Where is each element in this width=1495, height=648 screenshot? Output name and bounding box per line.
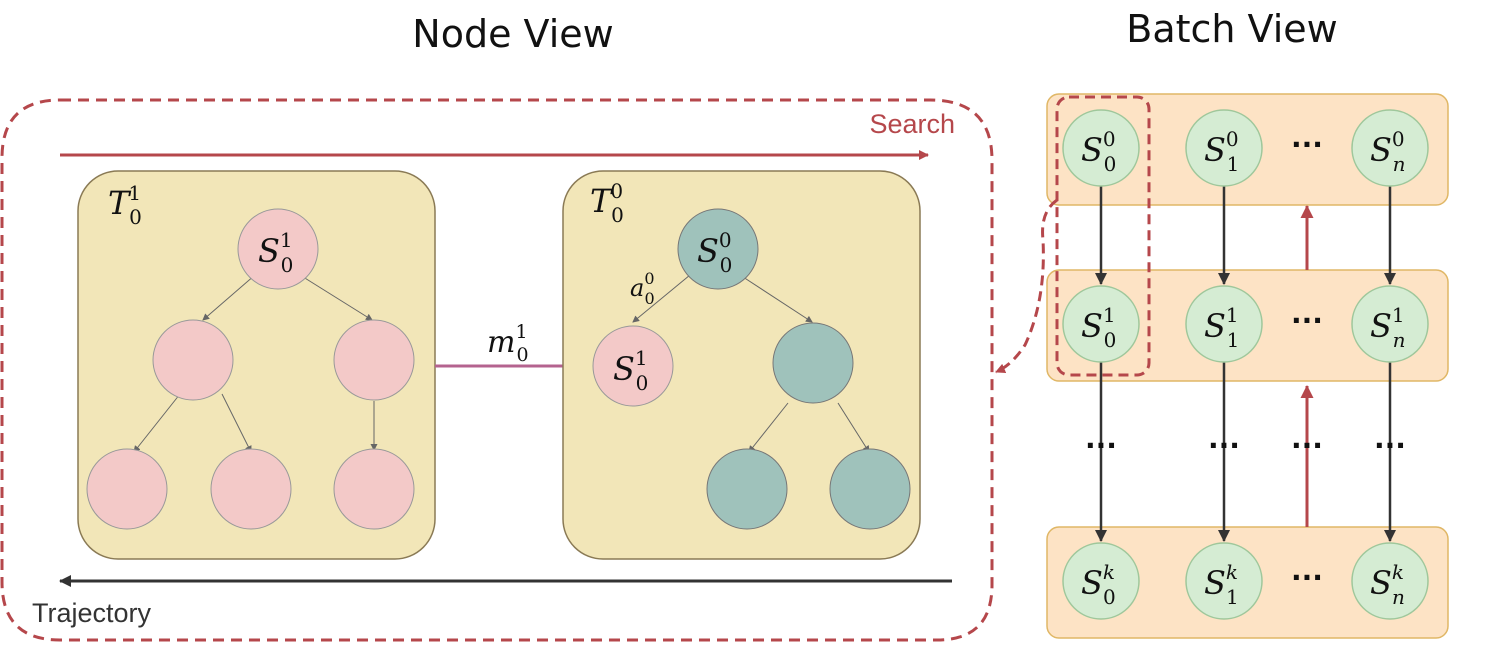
batch-transition-arrows [1095,186,1396,542]
tree-left-node [333,448,415,530]
batch-state-node [1062,542,1140,620]
col-ellipsis: ··· [1291,128,1323,161]
batch-ellipses: ··· ··· ··· ··· ··· ··· ··· [1085,128,1406,594]
tree-left-node [333,319,415,401]
batch-selection-outline [1055,95,1151,377]
batch-state-node [1062,109,1140,187]
node-view-title: Node View [412,12,613,56]
batch-state-node [1351,542,1429,620]
tree-left-edges [133,274,378,453]
tree-right-node [706,448,788,530]
row-ellipsis: ··· [1085,429,1117,462]
batch-state-node [1185,109,1263,187]
batch-state-node [1351,109,1429,187]
trajectory-label: Trajectory [32,598,152,628]
batch-state-node [1185,542,1263,620]
tree-right-root-node [677,208,759,290]
tree-right-node [772,322,854,404]
row-ellipsis: ··· [1374,429,1406,462]
row-ellipsis: ··· [1291,429,1323,462]
batch-selection-connector [995,198,1058,374]
col-ellipsis: ··· [1291,561,1323,594]
search-label: Search [869,109,955,139]
tree-right-edges [632,274,870,453]
batch-state-node [1185,285,1263,363]
tree-left-node [86,448,168,530]
tree-right-inserted-node [592,325,674,407]
col-ellipsis: ··· [1291,304,1323,337]
batch-view-title: Batch View [1126,7,1338,51]
row-ellipsis: ··· [1208,429,1240,462]
tree-left-root-node [237,208,319,290]
tree-panel-right [562,170,921,560]
search-region-outline [0,98,994,642]
tree-left-node [152,319,234,401]
batch-state-node [1351,285,1429,363]
batch-state-node [1062,285,1140,363]
tree-right-node [829,448,911,530]
tree-left-node [210,448,292,530]
